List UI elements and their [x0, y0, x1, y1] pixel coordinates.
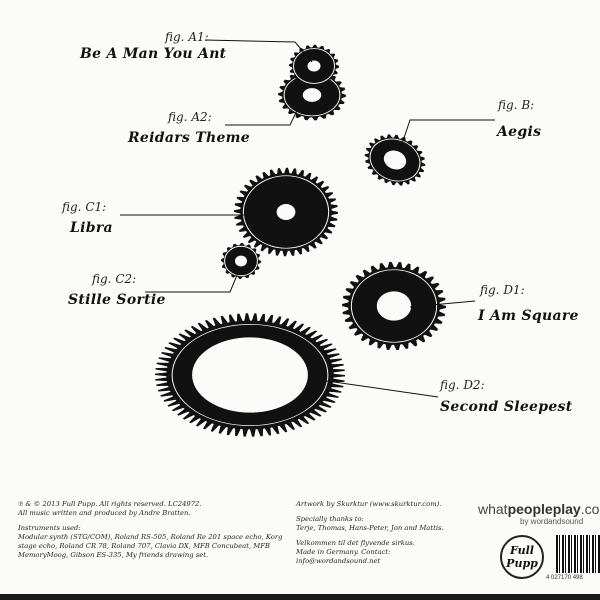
gear-a1 [289, 44, 339, 88]
track-title-c2: Stille Sortie [68, 292, 166, 308]
track-title-a1: Be A Man You Ant [80, 46, 227, 62]
leader-line-c2 [145, 267, 241, 293]
instruments-heading: Instruments used: [18, 524, 81, 532]
instruments-text: Modular synth (STG/COM), Roland RS-505, … [18, 533, 283, 559]
copyright-text: ℗ & © 2013 Full Pupp. All rights reserve… [18, 500, 202, 508]
gear-hole [305, 58, 323, 74]
gear-rim [224, 245, 258, 277]
credits-left: ℗ & © 2013 Full Pupp. All rights reserve… [18, 500, 288, 560]
written-by-text: All music written and produced by Andre … [18, 509, 191, 517]
track-title-d1: I Am Square [478, 308, 579, 324]
whatpeopleplay-logo: whatpeopleplay.com [478, 501, 600, 517]
leader-line-d1 [409, 300, 476, 308]
leader-line-d2 [319, 379, 439, 398]
brand-suffix: .com [580, 501, 600, 517]
gear-rim [242, 175, 330, 249]
gear-d1 [342, 261, 446, 351]
track-title-d2: Second Sleepest [440, 399, 573, 415]
fig-label-d1: fig. D1: [480, 283, 525, 297]
gear-c2 [221, 243, 261, 279]
gear-rim [171, 324, 329, 426]
welcome-text: Velkommen til det flyvende sirkus. [296, 539, 415, 547]
gear-a2 [278, 69, 346, 121]
logo-line-2: Pupp [506, 557, 538, 570]
gear-hole [274, 202, 298, 222]
gear-rim [293, 48, 335, 84]
credits-right: Artwork by Skurktur (www.skurktur.com). … [296, 500, 471, 566]
leader-line-a1 [204, 39, 313, 63]
thanks-heading: Specially thanks to: [296, 515, 364, 523]
gear-rim [369, 138, 421, 182]
barcode-number: 4 027170 498 [546, 575, 583, 581]
wordandsound-byline: by wordandsound [520, 517, 584, 526]
gear-rim [350, 269, 438, 343]
brand-what: what [478, 501, 508, 517]
fig-label-a1: fig. A1: [165, 30, 209, 44]
fig-label-b: fig. B: [498, 98, 535, 112]
artwork-credit: Artwork by Skurktur (www.skurktur.com). [296, 500, 442, 508]
fig-label-d2: fig. D2: [440, 378, 485, 392]
gear-b [364, 134, 426, 186]
gear-d2 [155, 313, 345, 437]
track-title-b: Aegis [497, 124, 542, 140]
gear-hole [233, 253, 249, 269]
gear-hole [190, 336, 310, 414]
fig-label-c1: fig. C1: [62, 200, 107, 214]
gear-hole [300, 86, 324, 104]
barcode [556, 535, 600, 573]
brand-peopleplay: peopleplay [507, 501, 581, 517]
leader-line-a2 [225, 99, 303, 126]
gear-hole [374, 289, 414, 323]
bottom-edge [0, 594, 600, 600]
gear-hole [381, 148, 409, 172]
thanks-text: Terje, Thomas, Hans-Peter, Jon and Matti… [296, 524, 444, 532]
fig-label-c2: fig. C2: [92, 272, 137, 286]
logo-line-1: Full [510, 544, 534, 557]
track-title-a2: Reidars Theme [128, 130, 250, 146]
track-title-c1: Libra [70, 220, 113, 236]
gear-c1 [234, 167, 338, 257]
leader-line-b [399, 119, 495, 151]
made-in-text: Made in Germany. Contact: info@wordandso… [296, 548, 391, 565]
fig-label-a2: fig. A2: [168, 110, 212, 124]
